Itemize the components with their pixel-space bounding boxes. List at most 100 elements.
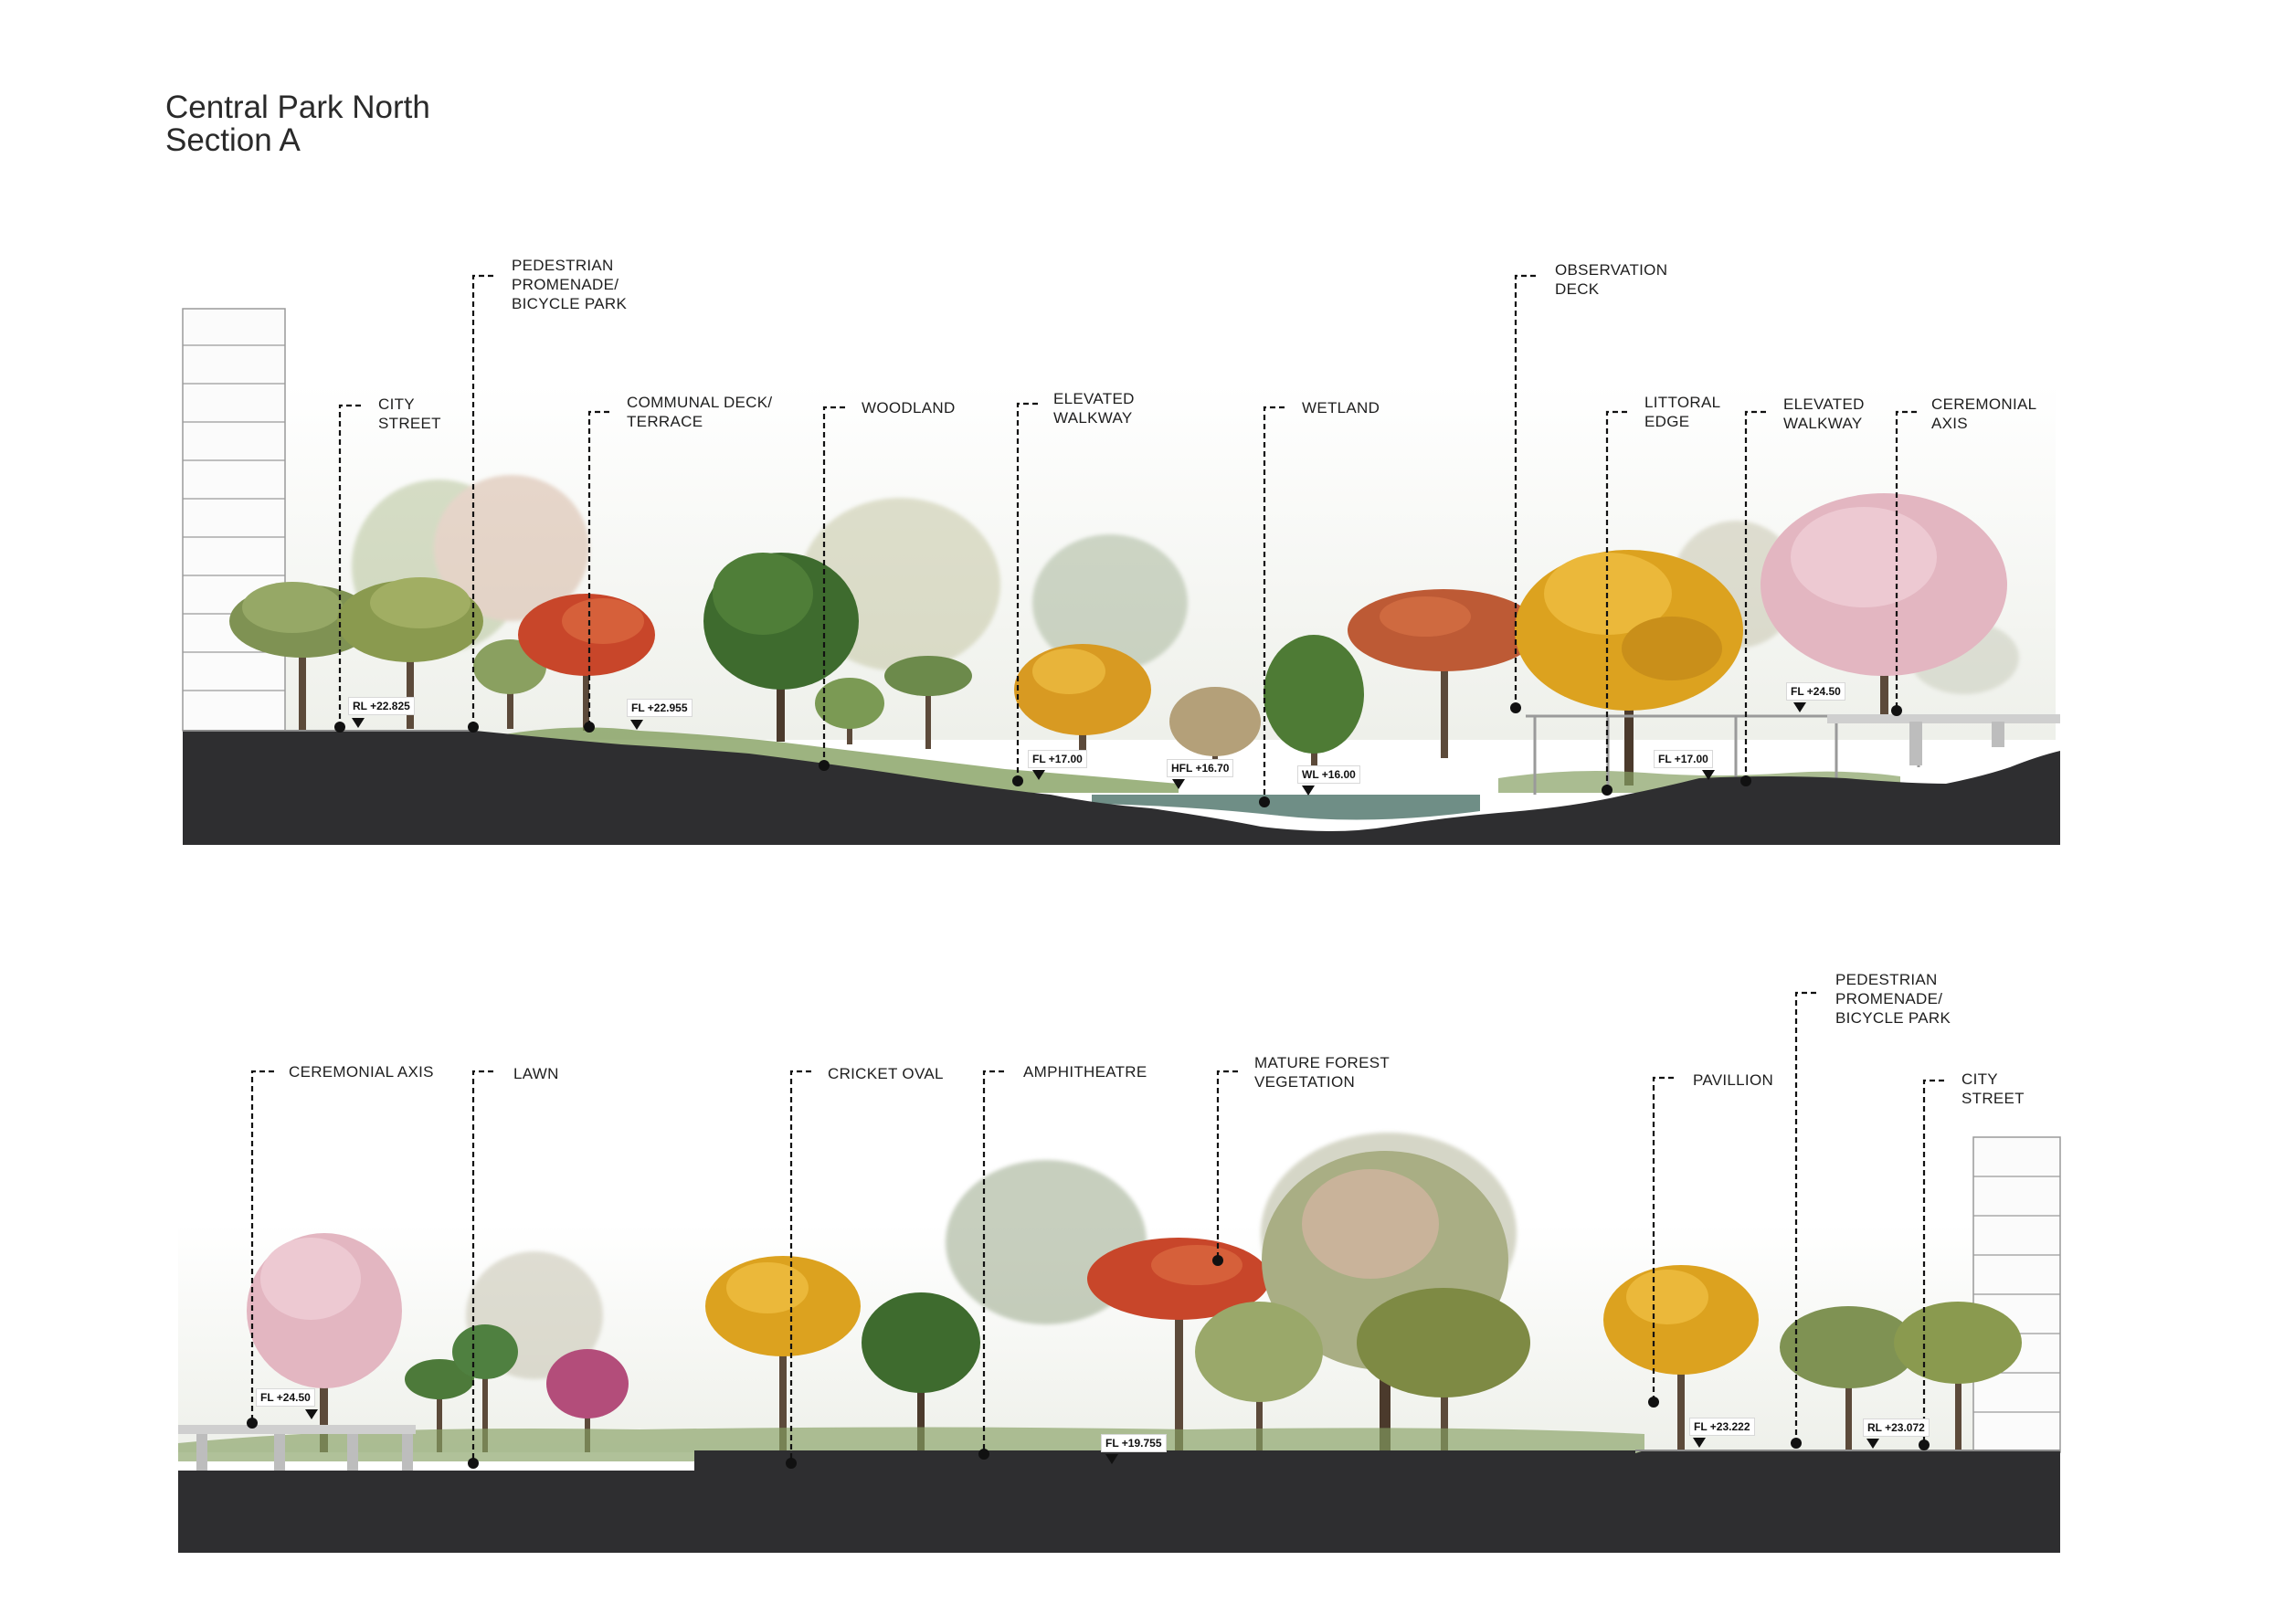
leader-littoral-edge (1605, 410, 1627, 790)
leader-wetland (1263, 406, 1285, 802)
label-wetland: WETLAND (1302, 399, 1380, 417)
level-marker-triangle (1866, 1439, 1879, 1449)
bottom-tree-pink-ceremonial (247, 1233, 402, 1452)
leader-city-street (338, 404, 361, 726)
label-bottom-pavillion: PAVILLION (1693, 1071, 1774, 1089)
level-fl-22955: FL +22.955 (627, 699, 693, 717)
level-bottom-fl-23222: FL +23.222 (1689, 1418, 1755, 1436)
label-bottom-ceremonial-axis: CEREMONIAL AXIS (289, 1063, 434, 1081)
level-bottom-fl-2450: FL +24.50 (256, 1388, 315, 1407)
bottom-tree-mixed-1 (1195, 1302, 1323, 1452)
level-marker-triangle (305, 1409, 318, 1419)
leader-ceremonial-axis (1895, 410, 1917, 711)
level-marker-triangle (352, 718, 365, 728)
top-walkway-pier-1 (1909, 722, 1922, 765)
top-tree-wetland-small (1169, 687, 1261, 772)
leader-bottom-pavillion (1652, 1076, 1674, 1402)
bottom-tree-magenta (546, 1349, 629, 1452)
title-line-2: Section A (165, 122, 301, 158)
bottom-deck-pier-4 (402, 1434, 413, 1471)
leader-elevated-walkway-2 (1744, 410, 1766, 781)
level-fl-2450-top: FL +24.50 (1786, 682, 1845, 701)
bottom-tree-city-street-2 (1894, 1302, 2022, 1452)
top-tree-wetland-green (1264, 635, 1364, 772)
level-hfl-1670: HFL +16.70 (1167, 759, 1234, 777)
top-tree-woodland-dark (703, 553, 859, 742)
leader-bottom-mature-forest (1216, 1070, 1238, 1260)
top-tree-city-street-1 (229, 582, 375, 731)
bottom-tree-palm-2 (452, 1324, 518, 1452)
top-ground-section (183, 731, 2060, 845)
leader-bottom-ceremonial-axis (250, 1070, 274, 1423)
level-marker-triangle (1105, 1454, 1118, 1464)
level-marker-triangle (1702, 770, 1715, 780)
level-bottom-fl-19755: FL +19.755 (1101, 1434, 1167, 1452)
leader-communal-deck (587, 410, 609, 726)
top-wetland-water (1092, 795, 1480, 820)
level-fl-1700-a: FL +17.00 (1028, 750, 1087, 768)
top-tree-city-street-2 (337, 577, 483, 729)
top-elevated-walkway-deck (1827, 714, 2060, 723)
leader-bottom-lawn (471, 1070, 493, 1463)
top-tree-red-flame-1 (518, 594, 655, 731)
level-fl-1700-b: FL +17.00 (1654, 750, 1713, 768)
level-rl-22825: RL +22.825 (348, 697, 415, 715)
bottom-tree-olive (1357, 1288, 1530, 1452)
bottom-tree-dark-green (862, 1292, 980, 1452)
bottom-deck-pier-3 (347, 1434, 358, 1471)
leader-observation-deck (1514, 274, 1536, 708)
bottom-right-building (1972, 1136, 2061, 1453)
bottom-tree-orange-1 (705, 1256, 861, 1452)
level-marker-triangle (1032, 770, 1045, 780)
level-marker-triangle (1302, 786, 1315, 796)
bottom-tree-orange-pavillion (1603, 1265, 1759, 1452)
leader-elevated-walkway-1 (1016, 402, 1038, 781)
label-bottom-lawn: LAWN (513, 1065, 559, 1082)
leader-bottom-city-street (1922, 1079, 1944, 1445)
top-tree-palm (884, 656, 972, 749)
level-marker-triangle (1793, 702, 1806, 712)
drawing-title: Central Park North Section A (165, 91, 430, 157)
leader-woodland (822, 406, 845, 765)
bottom-ground-base (178, 1471, 2060, 1553)
level-bottom-rl-23072: RL +23.072 (1863, 1418, 1930, 1437)
top-tree-woodland-small (815, 678, 884, 744)
leader-bottom-cricket-oval (789, 1070, 811, 1463)
label-bottom-cricket-oval: CRICKET OVAL (828, 1065, 944, 1082)
bottom-deck-pier-2 (274, 1434, 285, 1471)
level-marker-triangle (1693, 1438, 1706, 1448)
bottom-tree-red-flame (1087, 1238, 1270, 1452)
leader-bottom-amphitheatre (982, 1070, 1004, 1454)
top-walkway-pier-2 (1992, 722, 2004, 747)
level-wl-1600: WL +16.00 (1297, 765, 1360, 784)
top-left-building (182, 308, 286, 732)
bottom-tree-palm-1 (405, 1359, 474, 1452)
label-woodland: WOODLAND (862, 399, 956, 417)
top-tree-orange-observation (1515, 550, 1743, 786)
bottom-ceremonial-deck (178, 1425, 416, 1434)
label-bottom-amphitheatre: AMPHITHEATRE (1023, 1063, 1147, 1081)
level-marker-triangle (630, 720, 643, 730)
label-communal-deck: COMMUNAL DECK/TERRACE (627, 394, 773, 430)
leader-bottom-promenade (1794, 991, 1816, 1443)
top-tree-orange-1 (1014, 644, 1151, 767)
bottom-deck-pier-1 (196, 1434, 207, 1471)
level-marker-triangle (1172, 779, 1185, 789)
top-tree-pink-ceremonial (1761, 493, 2007, 720)
leader-promenade (471, 274, 493, 726)
bottom-tree-city-street-1 (1780, 1306, 1917, 1452)
